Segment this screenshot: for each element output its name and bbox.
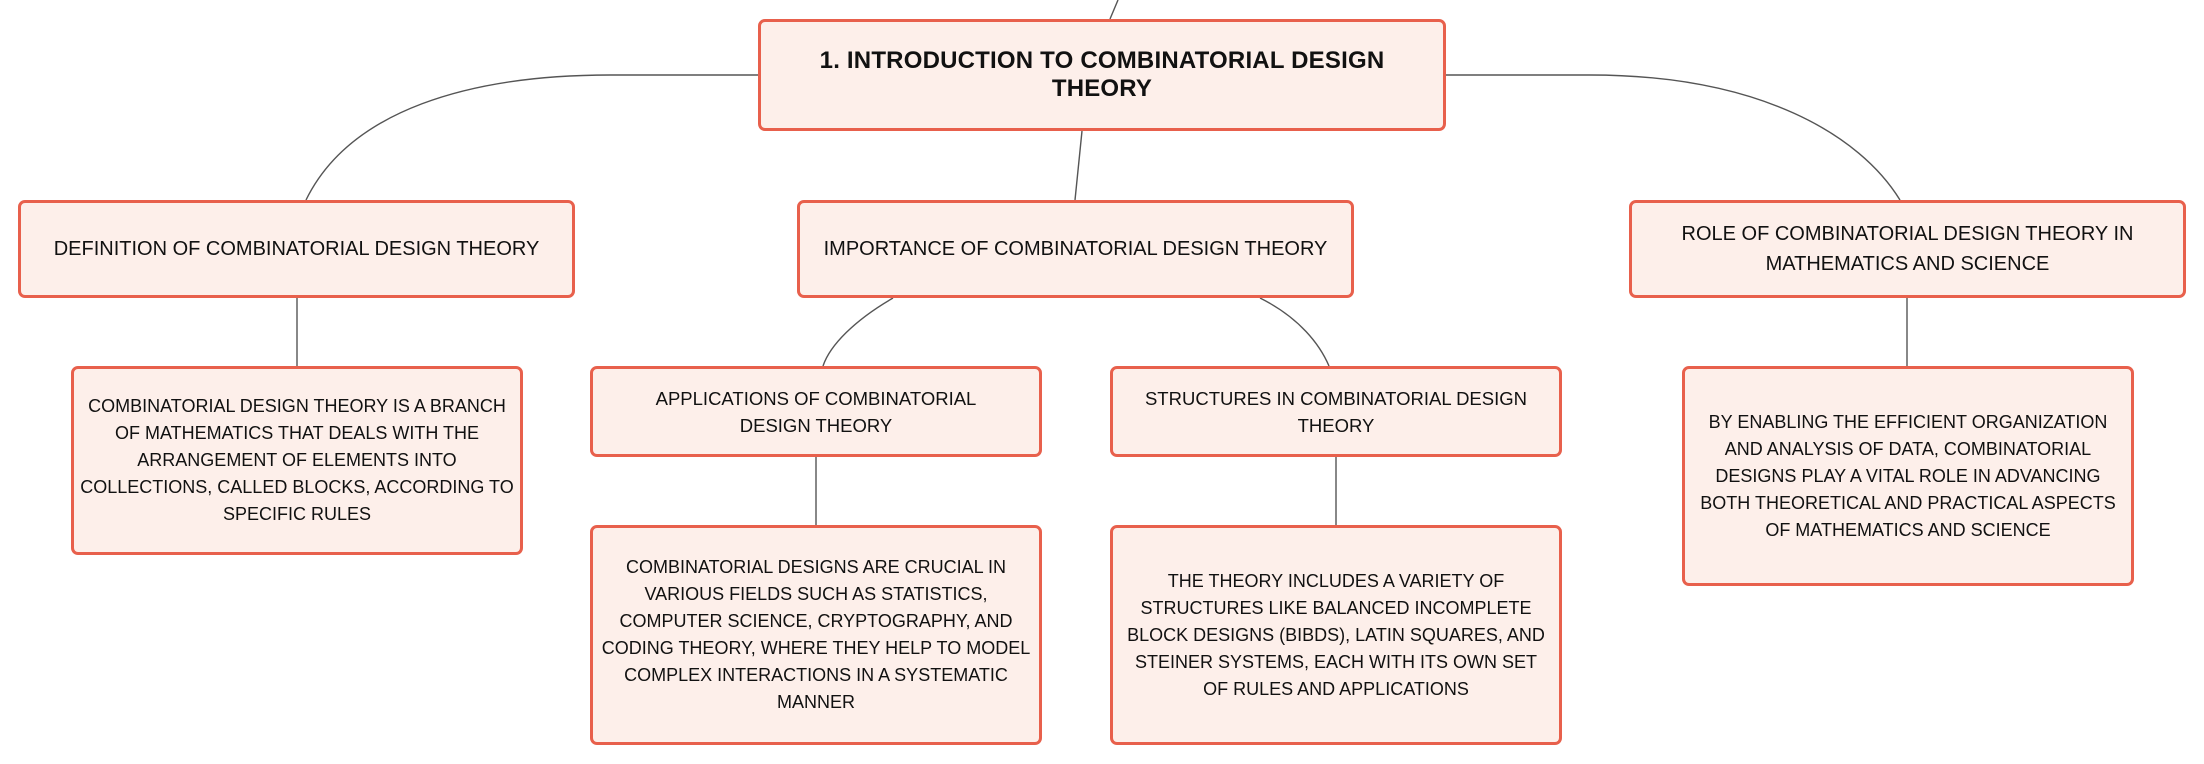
- definition-detail-node[interactable]: COMBINATORIAL DESIGN THEORY IS A BRANCH …: [71, 366, 523, 555]
- role-detail-text: BY ENABLING THE EFFICIENT ORGANIZATION A…: [1700, 411, 2116, 540]
- structures-topic-node[interactable]: STRUCTURES IN COMBINATORIAL DESIGN THEOR…: [1110, 366, 1562, 457]
- definition-detail-text: COMBINATORIAL DESIGN THEORY IS A BRANCH …: [80, 396, 514, 524]
- connector-root-to-importance: [1074, 130, 1083, 201]
- definition-topic-node[interactable]: DEFINITION OF COMBINATORIAL DESIGN THEOR…: [18, 200, 575, 298]
- role-detail-node[interactable]: BY ENABLING THE EFFICIENT ORGANIZATION A…: [1682, 366, 2134, 586]
- importance-topic-node[interactable]: IMPORTANCE OF COMBINATORIAL DESIGN THEOR…: [797, 200, 1354, 298]
- connector-importance-to-structures: [1259, 297, 1330, 367]
- applications-topic-node[interactable]: APPLICATIONS OF COMBINATORIAL DESIGN THE…: [590, 366, 1042, 457]
- structures-topic-label: STRUCTURES IN COMBINATORIAL DESIGN THEOR…: [1144, 387, 1528, 436]
- connector-root-to-role: [1446, 74, 1901, 201]
- root-topic-label: 1. INTRODUCTION TO COMBINATORIAL DESIGN …: [819, 47, 1385, 102]
- root-topic-node[interactable]: 1. INTRODUCTION TO COMBINATORIAL DESIGN …: [758, 19, 1446, 131]
- applications-detail-text: COMBINATORIAL DESIGNS ARE CRUCIAL IN VAR…: [601, 557, 1031, 712]
- structures-detail-node[interactable]: THE THEORY INCLUDES A VARIETY OF STRUCTU…: [1110, 525, 1562, 745]
- connector-importance-to-applications: [822, 297, 894, 367]
- applications-topic-label: APPLICATIONS OF COMBINATORIAL DESIGN THE…: [655, 387, 977, 436]
- connector-root-to-definition: [305, 74, 758, 201]
- connector-root-parent: [1109, 0, 1119, 20]
- role-topic-node[interactable]: ROLE OF COMBINATORIAL DESIGN THEORY IN M…: [1629, 200, 2186, 298]
- structures-detail-text: THE THEORY INCLUDES A VARIETY OF STRUCTU…: [1127, 570, 1545, 699]
- importance-topic-label: IMPORTANCE OF COMBINATORIAL DESIGN THEOR…: [823, 238, 1328, 260]
- definition-topic-label: DEFINITION OF COMBINATORIAL DESIGN THEOR…: [53, 238, 540, 260]
- applications-detail-node[interactable]: COMBINATORIAL DESIGNS ARE CRUCIAL IN VAR…: [590, 525, 1042, 745]
- role-topic-label: ROLE OF COMBINATORIAL DESIGN THEORY IN M…: [1681, 223, 2134, 275]
